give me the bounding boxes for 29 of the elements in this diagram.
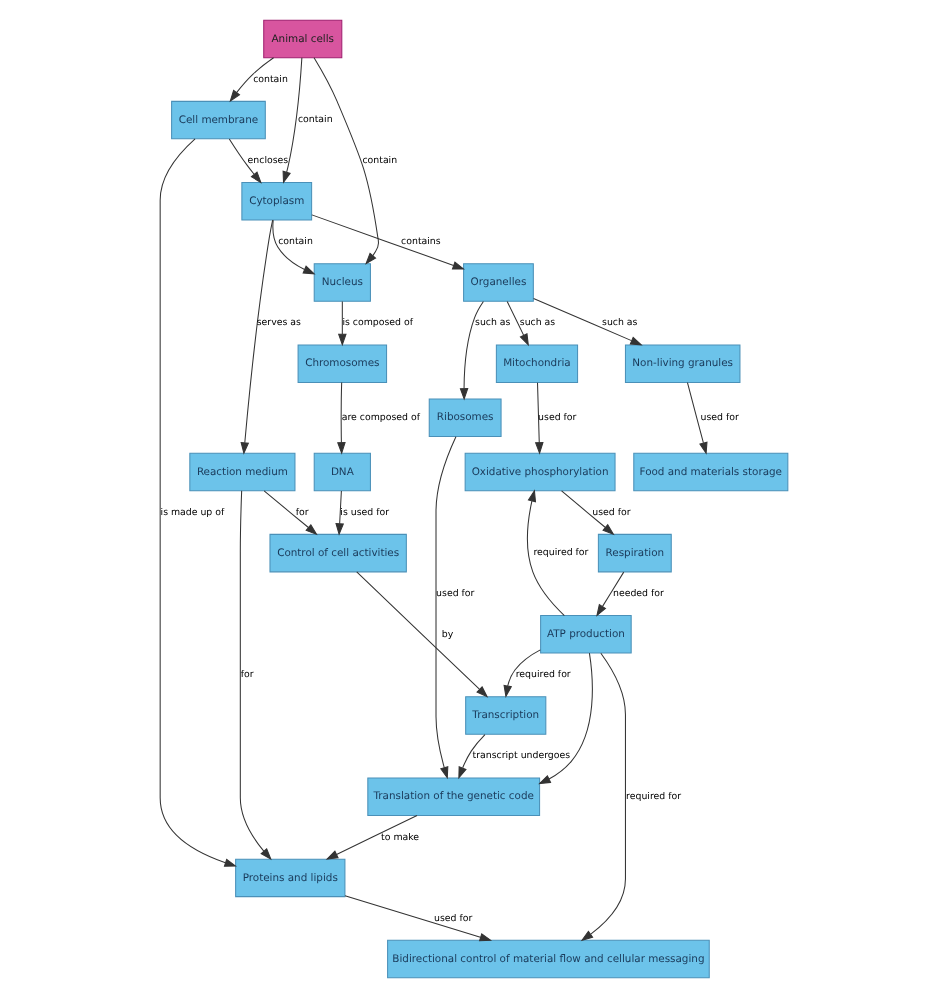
- arrow: [459, 300, 484, 401]
- arrow: [506, 300, 529, 347]
- arrow: [229, 57, 275, 103]
- arrow: [458, 734, 486, 780]
- arrow: [596, 571, 625, 617]
- arrow: [159, 138, 237, 867]
- arrow: [282, 57, 303, 184]
- arrow: [240, 219, 274, 455]
- arrow: [313, 57, 380, 265]
- arrow: [435, 436, 457, 780]
- arrow: [228, 138, 262, 184]
- arrow: [311, 214, 465, 270]
- arrow: [533, 298, 643, 346]
- arrow: [263, 490, 318, 536]
- arrow: [335, 490, 345, 536]
- arrow: [538, 652, 593, 785]
- arrow: [534, 382, 544, 455]
- arrow: [337, 382, 346, 455]
- arrow: [325, 815, 418, 860]
- arrow: [503, 649, 541, 698]
- arrow: [580, 652, 626, 942]
- arrow: [272, 219, 316, 275]
- arrow: [356, 571, 489, 698]
- arrow: [686, 382, 708, 455]
- arrow: [344, 895, 493, 942]
- arrow: [561, 490, 615, 536]
- arrow: [337, 300, 347, 347]
- arrow: [527, 489, 565, 617]
- arrow: [239, 490, 272, 861]
